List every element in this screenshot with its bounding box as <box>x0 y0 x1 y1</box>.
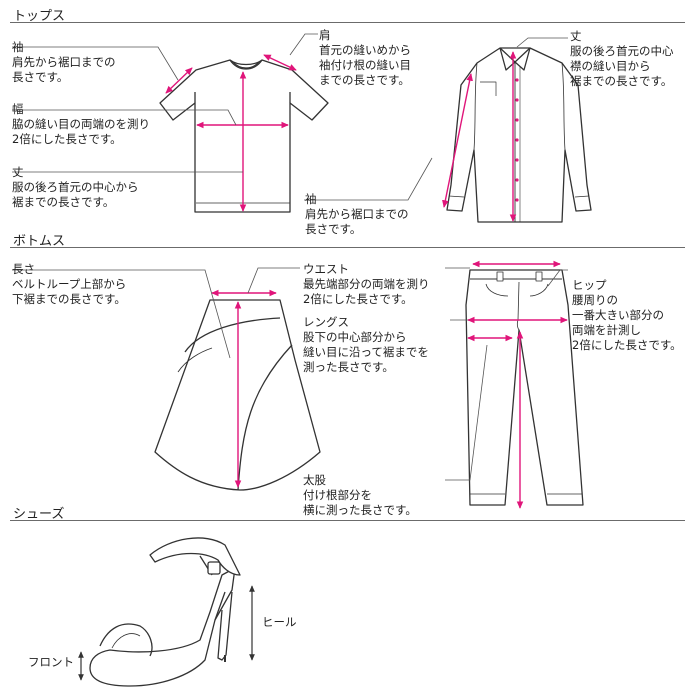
annotation-waist: ウエスト 最先端部分の両端を測り 2倍にした長さです。 <box>303 262 430 306</box>
shirt-arrows <box>442 51 517 222</box>
tshirt-sleeve-arrow <box>165 67 193 94</box>
skirt-arrows <box>211 289 277 488</box>
sandal-illustration <box>89 537 241 687</box>
section-title-bottoms: ボトムス <box>13 234 66 249</box>
tshirt-arrows <box>165 54 297 212</box>
shirt-leaders <box>304 37 568 201</box>
skirt-leaders <box>12 267 300 359</box>
section-title-shoes: シューズ <box>13 507 65 522</box>
tshirt-illustration <box>159 59 329 213</box>
tshirt-shoulder-arrow <box>263 54 297 71</box>
section-title-tops: トップス <box>13 9 66 24</box>
section-rule-tops <box>10 22 685 23</box>
annotation-tshirt-length: 丈 服の後ろ首元の中心から 裾までの長さです。 <box>12 165 139 209</box>
section-rule-shoes <box>10 520 685 521</box>
pants-leaders <box>445 267 568 481</box>
pants-arrows <box>467 260 568 509</box>
annotation-shirt-length: 丈 服の後ろ首元の中心 襟の縫い目から 裾までの長さです。 <box>570 29 674 88</box>
pants-illustration <box>465 269 584 506</box>
annotation-hip: ヒップ 腰周りの 一番大きい部分の 両端を計測し 2倍にした長さです。 <box>572 278 682 352</box>
annotation-tshirt-shoulder: 肩 首元の縫いめから 袖付け根の縫い目 までの長さです。 <box>319 28 411 87</box>
annotation-tshirt-sleeve: 袖 肩先から裾口までの 長さです。 <box>12 40 116 84</box>
annotation-skirt-length: 長さ ベルトループ上部から 下裾までの長さです。 <box>12 262 127 306</box>
shirt-sleeve-arrow <box>442 73 473 208</box>
annotation-thigh: 太股 付け根部分を 横に測った長さです。 <box>303 473 417 517</box>
sandal-arrows <box>78 585 255 681</box>
tshirt-leaders <box>12 33 318 173</box>
annotation-tshirt-width: 幅 脇の縫い目の両端のを測り 2倍にした長さです。 <box>12 102 150 146</box>
annotation-legs: レングス 股下の中心部分から 縫い目に沿って裾までを 測った長さです。 <box>303 315 429 374</box>
annotation-heel: ヒール <box>262 615 297 629</box>
annotation-front: フロント <box>28 655 74 669</box>
annotation-shirt-sleeve: 袖 肩先から裾口までの 長さです。 <box>305 192 409 236</box>
section-rule-bottoms <box>10 247 685 248</box>
